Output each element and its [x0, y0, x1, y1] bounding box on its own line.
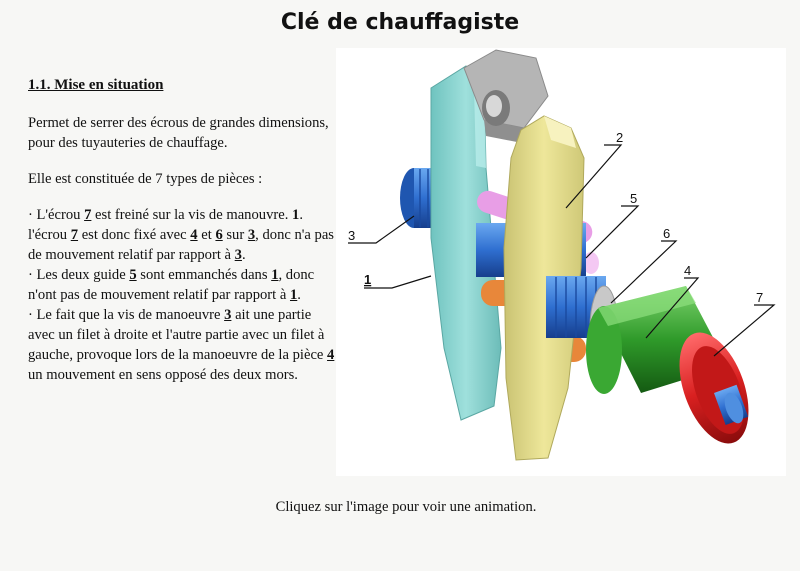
- pieces-paragraph: Elle est constituée de 7 types de pièces…: [28, 171, 263, 187]
- label-3: 3: [348, 228, 355, 243]
- label-7: 7: [756, 290, 763, 305]
- ref-piece-7: 7: [70, 227, 79, 243]
- screw-tip: [713, 384, 749, 425]
- hex-nut-workpiece: [463, 49, 549, 143]
- wrench-illustration[interactable]: 3 1 2 5 6 4 7: [336, 48, 786, 476]
- ref-piece-5: 5: [129, 267, 137, 283]
- label-1: 1: [364, 272, 371, 287]
- ref-piece-4: 4: [190, 227, 198, 243]
- label-5: 5: [630, 191, 637, 206]
- wrench-drawing: 3 1 2 5 6 4 7: [348, 49, 776, 461]
- ref-piece-3: 3: [247, 227, 256, 243]
- ref-piece-1: 1: [292, 207, 300, 223]
- animation-caption: Cliquez sur l'image pour voir une animat…: [275, 499, 537, 515]
- section-heading: 1.1. Mise en situation: [28, 77, 164, 93]
- label-6: 6: [663, 226, 670, 241]
- ref-piece-3: 3: [224, 307, 232, 323]
- ref-piece-1: 1: [289, 287, 298, 303]
- intro-paragraph: Permet de serrer des écrous de grandes d…: [28, 115, 329, 151]
- moving-jaw-part-2: [503, 115, 585, 461]
- description-paragraph: · L'écrou 7 est freiné sur la vis de man…: [28, 207, 335, 383]
- ref-piece-6: 6: [215, 227, 223, 243]
- page-title: Clé de chauffagiste: [280, 10, 520, 35]
- ref-piece-3: 3: [234, 247, 242, 263]
- ref-piece-4: 4: [327, 347, 335, 363]
- label-2: 2: [616, 130, 623, 145]
- ref-piece-1: 1: [271, 267, 279, 283]
- leader-lines: [348, 144, 776, 357]
- label-4: 4: [684, 263, 691, 278]
- ref-piece-7: 7: [84, 207, 92, 223]
